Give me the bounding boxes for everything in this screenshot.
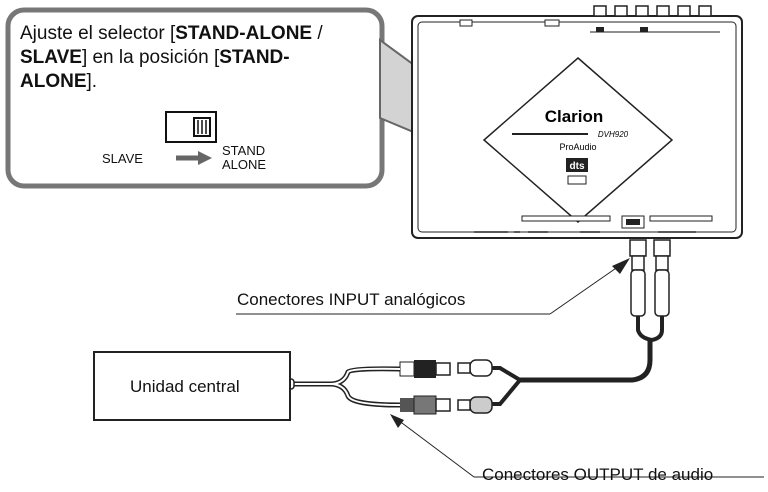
switch-alone-label: ALONE [222,157,267,172]
callout-text-1: Ajuste el selector [ [20,23,176,44]
callout-text-4: ]. [86,71,98,92]
switch-stand-label: STAND [222,143,266,158]
leader-lines [236,258,764,478]
model-label: DVH920 [598,130,629,139]
input-connectors-label: Conectores INPUT analógicos [237,290,466,309]
head-unit-label: Unidad central [130,377,240,396]
series-label: ProAudio [559,142,596,152]
callout-bold-3: STAND- [219,47,290,68]
callout-instruction: Ajuste el selector [STAND-ALONE / SLAVE]… [20,22,370,94]
callout-text-2: / [312,23,323,44]
callout-bold-1: STAND-ALONE [175,23,313,44]
callout-bold-4: ALONE [20,71,87,92]
selector-switch [165,111,217,165]
head-unit-box [93,351,291,421]
processor-unit: Clarion DVH920 ProAudio dts [411,5,743,239]
callout-text-3: ] en la posición [ [81,47,220,68]
callout-bold-2: SLAVE [20,47,82,68]
output-connectors-label: Conectores OUTPUT de audio [482,465,714,484]
right-arrow-icon [198,151,212,165]
rca-input-plugs [520,239,671,383]
switch-slave-label: SLAVE [102,151,143,166]
brand-logo: Clarion [545,107,604,126]
dts-logo: dts [570,161,585,172]
rca-cable-pair [283,359,522,415]
